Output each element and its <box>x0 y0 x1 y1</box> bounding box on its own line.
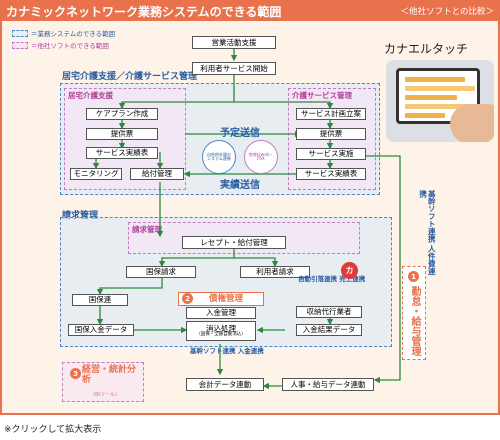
compare-link[interactable]: ＜他社ソフトとの比較＞ <box>400 7 494 17</box>
service-table-box[interactable]: サービス実績表 <box>86 147 158 159</box>
clearing-sub-label: （国保・全銀自動消込） <box>196 331 246 337</box>
attendance-label: 勤怠・給与管理 <box>409 286 420 356</box>
send-schedule-label: 予定送信 <box>220 128 260 139</box>
analysis-number: 3 <box>70 368 81 379</box>
core-payment-link-label: 基幹ソフト連携 入金連携 <box>190 347 264 355</box>
clearing-label: 消込処理 <box>206 323 236 333</box>
web-fax-circle: 他他社Ｗeb・ FAX <box>244 140 278 174</box>
legend-others: ＝他社ソフトのできる範囲 <box>12 40 109 50</box>
attendance-number: 1 <box>408 271 419 282</box>
service-table-right-box[interactable]: サービス実績表 <box>296 168 366 180</box>
provide-slip-box[interactable]: 提供票 <box>86 128 158 140</box>
click-to-enlarge-note[interactable]: ※クリックして拡大表示 <box>4 425 102 435</box>
attendance-link-label: 基幹ソフト連携 人件費連携 <box>418 190 437 276</box>
analysis-sub: （BIツール） <box>90 392 120 398</box>
hr-payroll-data-box[interactable]: 人事・給与データ連動 <box>282 378 374 391</box>
header-bar: カナミックネットワーク業務システムのできる範囲 ＜他社ソフトとの比較＞ <box>0 0 500 21</box>
service-plan-box[interactable]: サービス計画立案 <box>296 108 366 120</box>
system-link-circle: 自他他社間の システム連携 <box>202 140 236 174</box>
send-actual-label: 実績送信 <box>220 180 260 191</box>
billing-title: 請求管理 <box>62 211 99 221</box>
benefit-mgmt-box[interactable]: 給付管理 <box>130 168 184 180</box>
care-service-label: 介護サービス管理 <box>292 91 352 100</box>
care-mgmt-title: 居宅介護支援／介護サービス管理 <box>62 72 198 82</box>
analysis-title[interactable]: 経営・統計分析 <box>82 365 137 385</box>
auto-debit-link-label: 自動引落連携 売上連携 <box>298 275 366 283</box>
user-service-start-box[interactable]: 利用者サービス開始 <box>192 62 276 75</box>
debt-mgmt-label: 債権管理 <box>208 293 243 304</box>
debt-mgmt-box[interactable]: 債権管理 <box>178 292 264 306</box>
brand-name: カナエルタッチ <box>384 42 469 56</box>
national-insurance-box[interactable]: 国保連 <box>72 294 128 306</box>
page-title: カナミックネットワーク業務システムのできる範囲 <box>6 5 282 19</box>
legend-ours: ＝業務システムのできる範囲 <box>12 28 115 38</box>
collection-agent-box[interactable]: 収納代行業者 <box>296 306 362 318</box>
kana-stamp-icon: カ <box>341 262 358 279</box>
payment-mgmt-box[interactable]: 入金管理 <box>186 307 256 319</box>
debt-mgmt-number: 2 <box>182 293 193 304</box>
legend-others-label: ＝他社ソフトのできる範囲 <box>31 42 109 50</box>
payment-result-box[interactable]: 入金結果データ <box>296 324 362 336</box>
national-payment-data-box[interactable]: 国保入金データ <box>68 324 134 336</box>
legend-ours-label: ＝業務システムのできる範囲 <box>31 30 116 38</box>
billing-region-label: 請求管理 <box>132 225 162 234</box>
accounting-data-box[interactable]: 会計データ連動 <box>186 378 264 391</box>
attendance-box[interactable] <box>402 266 426 360</box>
monitoring-box[interactable]: モニタリング <box>70 168 122 180</box>
user-claim-box[interactable]: 利用者請求 <box>240 266 310 278</box>
clearing-box[interactable]: 消込処理 （国保・全銀自動消込） <box>186 321 256 341</box>
receipt-box[interactable]: レセプト・給付管理 <box>182 236 286 249</box>
sales-support-box[interactable]: 営業活動支援 <box>192 36 276 49</box>
service-exec-box[interactable]: サービス実施 <box>296 148 366 160</box>
care-plan-box[interactable]: ケアプラン作成 <box>86 108 158 120</box>
home-care-label: 居宅介護支援 <box>68 91 113 100</box>
legend-pink-swatch <box>12 41 28 49</box>
national-claim-box[interactable]: 国保請求 <box>126 266 196 278</box>
tablet-illustration <box>386 60 494 142</box>
legend-blue-swatch <box>12 29 28 37</box>
provide-slip-right-box[interactable]: 提供票 <box>296 128 366 140</box>
